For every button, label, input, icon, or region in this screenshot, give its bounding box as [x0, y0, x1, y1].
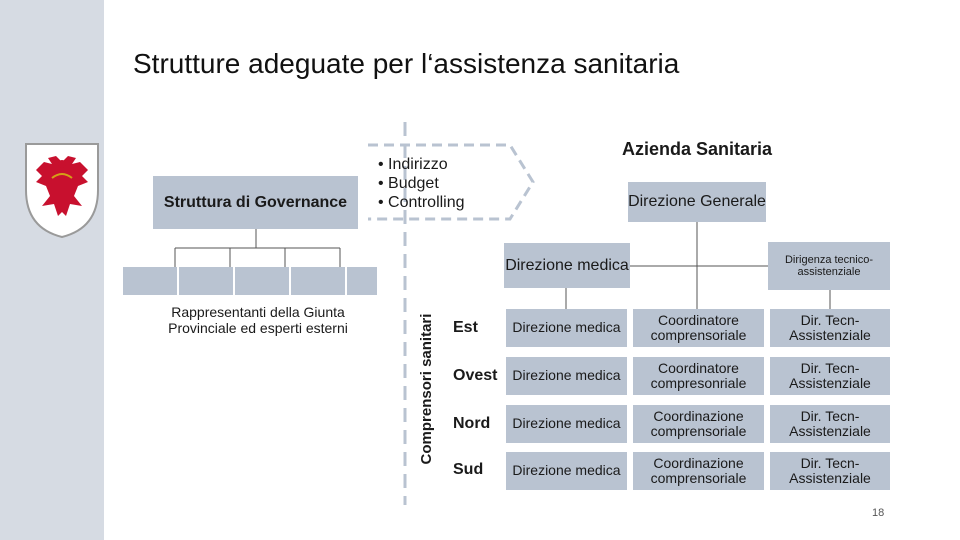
cell-coordinatore: Coordinatore comprensoriale: [633, 309, 764, 347]
bullet-item: • Indirizzo: [378, 156, 448, 173]
governance-box: Struttura di Governance: [153, 176, 358, 229]
governance-bullets: • Indirizzo • Budget • Controlling: [378, 155, 465, 213]
cell-dir-tecn: Dir. Tecn-Assistenziale: [770, 309, 890, 347]
slide-title: Strutture adeguate per l‘assistenza sani…: [133, 48, 680, 79]
left-sidebar: [0, 0, 104, 540]
cell-dir-tecn: Dir. Tecn-Assistenziale: [770, 357, 890, 395]
bullet-item: • Budget: [378, 175, 439, 193]
cell-coordinatore: Coordinazione comprensoriale: [633, 405, 764, 443]
row-label-est: Est: [453, 319, 478, 336]
dirigenza-tecnico-box: Dirigenza tecnico-assistenziale: [768, 242, 890, 290]
page-number: 18: [872, 507, 885, 519]
representative-box: [179, 267, 233, 295]
comprensori-label: Comprensori sanitari: [418, 313, 435, 465]
azienda-title: Azienda Sanitaria: [622, 139, 773, 159]
cell-dir-tecn: Dir. Tecn-Assistenziale: [770, 405, 890, 443]
cell-direzione-medica: Direzione medica: [506, 452, 627, 490]
representative-box: [123, 267, 177, 295]
eagle-coat-of-arms-icon: [25, 143, 99, 239]
cell-direzione-medica: Direzione medica: [506, 309, 627, 347]
representative-box: [347, 267, 377, 295]
row-label-ovest: Ovest: [453, 367, 498, 384]
row-label-nord: Nord: [453, 415, 491, 432]
representatives-label: Rappresentanti della Giunta Provinciale …: [168, 304, 348, 337]
cell-coordinatore: Coordinazione comprensoriale: [633, 452, 764, 490]
cell-direzione-medica: Direzione medica: [506, 405, 627, 443]
direzione-generale-box: Direzione Generale: [628, 182, 766, 222]
cell-direzione-medica: Direzione medica: [506, 357, 627, 395]
representative-box: [291, 267, 345, 295]
cell-dir-tecn: Dir. Tecn-Assistenziale: [770, 452, 890, 490]
direzione-medica-box: Direzione medica: [504, 243, 630, 288]
representative-box: [235, 267, 289, 295]
bullet-item: • Controlling: [378, 194, 465, 212]
row-label-sud: Sud: [453, 461, 484, 478]
cell-coordinatore: Coordinatore compresonriale: [633, 357, 764, 395]
